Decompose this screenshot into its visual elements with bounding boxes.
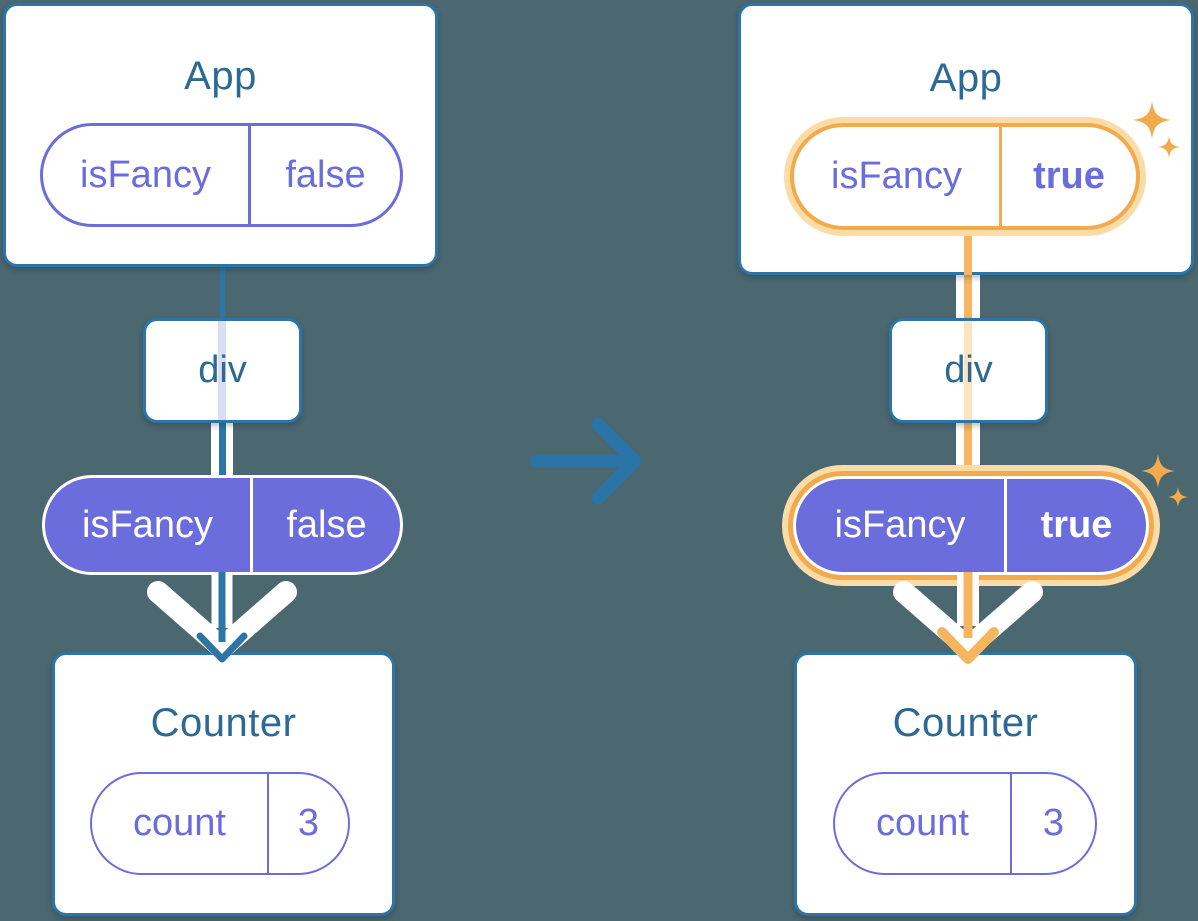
- state-value-label: 3: [297, 802, 320, 844]
- counter-state-pill-after: count 3: [833, 772, 1097, 875]
- passed-prop-pill-after: isFancy true: [793, 476, 1149, 575]
- arrow-right-icon: [530, 417, 642, 505]
- div-box-after: div: [889, 318, 1048, 423]
- prop-name-label: isFancy: [80, 153, 211, 196]
- connector-app-to-div-after: [956, 273, 980, 321]
- arrow-down-icon: [147, 572, 297, 663]
- state-change-line: [964, 234, 972, 275]
- prop-trace-line: [218, 321, 226, 420]
- prop-value-label: true: [1033, 155, 1105, 197]
- prop-name-label: isFancy: [831, 155, 962, 197]
- prop-name-label: isFancy: [834, 504, 966, 546]
- connector-div-to-prop-before: [211, 420, 233, 478]
- app-card-title: App: [184, 54, 257, 98]
- passed-prop-pill-before: isFancy false: [42, 475, 403, 575]
- div-box-before: div: [143, 318, 302, 423]
- prop-value-label: false: [286, 503, 367, 546]
- app-prop-pill-before: isFancy false: [40, 123, 403, 227]
- counter-state-pill-before: count 3: [90, 772, 350, 875]
- prop-trace-line: [964, 321, 972, 420]
- prop-name-label: isFancy: [82, 503, 213, 546]
- div-box-label: div: [944, 349, 993, 391]
- prop-value-label: true: [1040, 504, 1113, 546]
- state-name-label: count: [876, 802, 969, 844]
- app-prop-pill-after: isFancy true: [790, 123, 1140, 230]
- state-value-label: 3: [1042, 802, 1065, 844]
- arrow-down-icon: [893, 572, 1043, 664]
- sparkle-icon: [1133, 101, 1180, 158]
- app-card-title: App: [929, 56, 1003, 100]
- counter-card-title: Counter: [892, 701, 1039, 745]
- state-name-label: count: [133, 802, 226, 844]
- connector-app-to-div-before: [220, 262, 225, 322]
- div-box-label: div: [198, 349, 247, 391]
- counter-card-title: Counter: [150, 701, 297, 745]
- sparkle-icon: [1141, 454, 1188, 507]
- connector-div-to-prop-after: [956, 420, 980, 478]
- prop-value-label: false: [285, 153, 366, 196]
